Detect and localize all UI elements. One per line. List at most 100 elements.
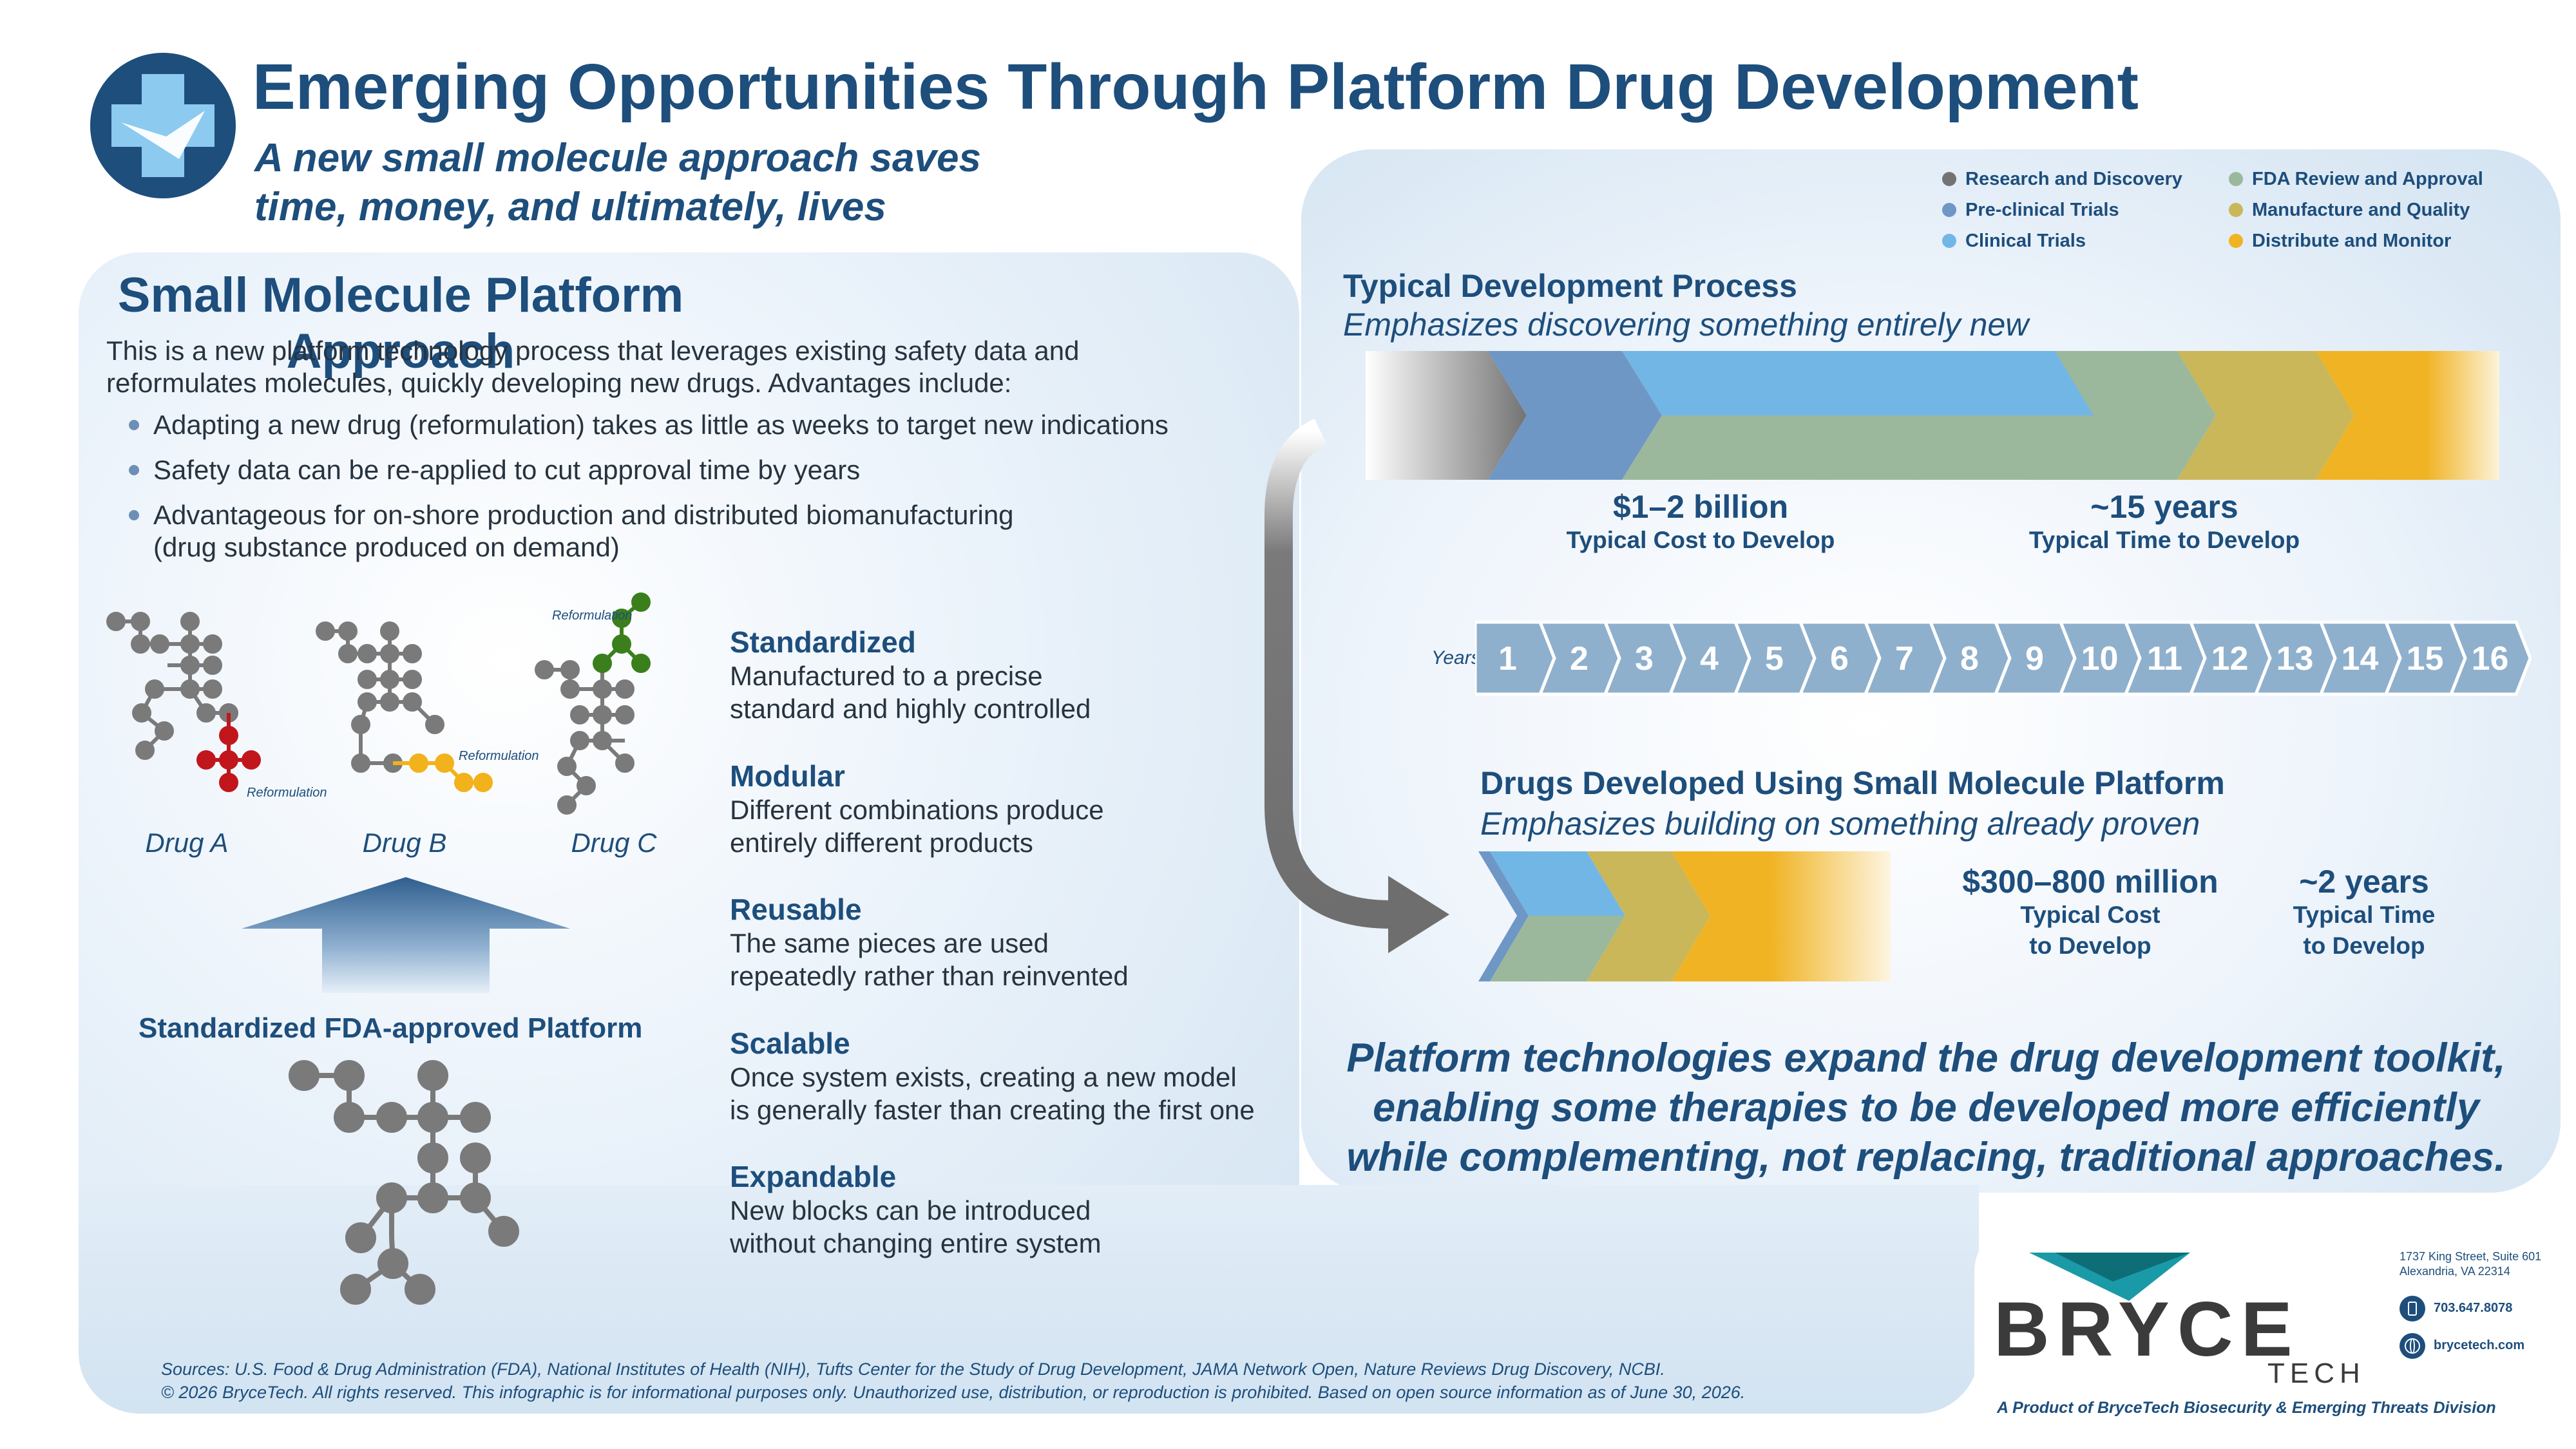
- legend-dot-icon: [1942, 234, 1956, 248]
- feature-desc-line: is generally faster than creating the fi…: [730, 1095, 1255, 1125]
- brand-name: BRYCE: [1994, 1286, 2300, 1372]
- platform-clinical-segment: [1490, 851, 1625, 916]
- drug-a-label: Drug A: [145, 828, 229, 858]
- feature-title: Standardized: [730, 625, 916, 659]
- sources-text: Sources: U.S. Food & Drug Administration…: [161, 1359, 1746, 1402]
- feature-desc-line: Once system exists, creating a new model: [730, 1062, 1237, 1092]
- platform-process-subtitle: Emphasizes building on something already…: [1480, 806, 2200, 842]
- legend-item: FDA Review and Approval: [2229, 169, 2483, 190]
- platform-fda-segment: [1490, 916, 1625, 981]
- list-item: Adapting a new drug (reformulation) take…: [129, 409, 1224, 441]
- year-label: 16: [2472, 640, 2509, 677]
- bottom-panel: [79, 1185, 1979, 1414]
- preclinical-segment: [1488, 351, 1662, 480]
- platform-label: Standardized FDA-approved Platform: [138, 1012, 643, 1044]
- legend-dot-icon: [1942, 203, 1956, 217]
- section-title: Small Molecule Platform Approach: [117, 268, 684, 379]
- typical-cost-value: $1–2 billion: [1612, 489, 1789, 525]
- year-label: 9: [2025, 640, 2044, 677]
- feature-title: Modular: [730, 759, 845, 793]
- legend-dot-icon: [2229, 234, 2243, 248]
- feature-title: Scalable: [730, 1027, 850, 1060]
- typical-process-bar: [1366, 351, 2499, 480]
- legend-item: Distribute and Monitor: [2229, 231, 2451, 252]
- year-chevron: [2448, 620, 2532, 696]
- list-item: Advantageous for on-shore production and…: [129, 499, 1055, 564]
- feature-expandable: Expandable New blocks can be introduced …: [730, 1159, 1258, 1260]
- typical-time-value: ~15 years: [2090, 489, 2238, 525]
- clinical-segment: [1622, 351, 2094, 415]
- typical-process-title: Typical Development Process: [1343, 268, 1797, 304]
- year-label: 15: [2407, 640, 2444, 677]
- brycetech-logo-icon: [2029, 1253, 2190, 1301]
- year-label: 14: [2342, 640, 2379, 677]
- feature-desc-line: repeatedly rather than reinvented: [730, 961, 1129, 991]
- feature-desc-line: Manufactured to a precise: [730, 661, 1043, 691]
- medical-cross-check-icon: [90, 53, 236, 198]
- year-label: 13: [2276, 640, 2314, 677]
- molecules-diagram: [106, 592, 651, 815]
- phone-number[interactable]: 703.647.8078: [2434, 1301, 2513, 1315]
- feature-scalable: Scalable Once system exists, creating a …: [730, 1026, 1258, 1126]
- page-title: Emerging Opportunities Through Platform …: [253, 51, 2139, 123]
- legend-item: Clinical Trials: [1942, 231, 2086, 252]
- platform-distribute-segment: [1672, 851, 1891, 981]
- feature-desc-line: Different combinations produce: [730, 795, 1104, 825]
- legend-dot-icon: [2229, 203, 2243, 217]
- up-arrow-icon: [242, 877, 570, 993]
- platform-process-title: Drugs Developed Using Small Molecule Pla…: [1480, 765, 2225, 801]
- platform-cost-label: Typical Cost to Develop: [2020, 902, 2161, 959]
- drug-b-label: Drug B: [362, 828, 447, 858]
- subtitle-line-1: A new small molecule approach saves: [254, 136, 981, 180]
- intro-text: This is a new platform technology proces…: [106, 336, 1080, 398]
- year-label: 11: [2147, 640, 2182, 677]
- drug-a-reformulation-label: Reformulation: [247, 786, 327, 800]
- feature-desc-line: standard and highly controlled: [730, 694, 1091, 724]
- page-subtitle: A new small molecule approach saves time…: [254, 134, 981, 232]
- legend-item: Manufacture and Quality: [2229, 200, 2470, 221]
- platform-preclinical-segment: [1478, 851, 1529, 981]
- feature-standardized: Standardized Manufactured to a precise s…: [730, 625, 1258, 725]
- drug-c-reformulation-label: Reformulation: [552, 609, 633, 623]
- platform-cost-value: $300–800 million: [1962, 864, 2218, 900]
- year-label: 7: [1895, 640, 1914, 677]
- feature-reusable: Reusable The same pieces are used repeat…: [730, 892, 1258, 992]
- list-item: Safety data can be re-applied to cut app…: [129, 454, 1224, 486]
- feature-desc-line: without changing entire system: [730, 1228, 1102, 1258]
- feature-title: Reusable: [730, 893, 862, 926]
- drug-b-reformulation-label: Reformulation: [459, 749, 539, 763]
- address: 1737 King Street, Suite 601 Alexandria, …: [2399, 1250, 2542, 1278]
- platform-manufacture-segment: [1587, 851, 1710, 981]
- product-line: A Product of BryceTech Biosecurity & Eme…: [1997, 1399, 2496, 1417]
- platform-time-value: ~2 years: [2299, 864, 2429, 900]
- feature-title: Expandable: [730, 1160, 897, 1193]
- feature-modular: Modular Different combinations produce e…: [730, 759, 1258, 859]
- brand-sub: TECH: [2267, 1358, 2365, 1389]
- globe-icon: [2399, 1333, 2425, 1359]
- legend-item: Research and Discovery: [1942, 169, 2182, 190]
- feature-desc-line: entirely different products: [730, 828, 1033, 858]
- curved-arrow-icon: [1264, 419, 1449, 953]
- feature-desc-line: The same pieces are used: [730, 928, 1049, 958]
- legend-item: Pre-clinical Trials: [1942, 200, 2119, 221]
- year-label: 10: [2081, 640, 2119, 677]
- manufacture-segment: [2177, 351, 2354, 480]
- legend-dot-icon: [2229, 172, 2243, 186]
- platform-process-bar: [1478, 851, 1891, 981]
- research-segment: [1366, 351, 1527, 480]
- year-label: 4: [1700, 640, 1719, 677]
- year-label: 1: [1498, 640, 1517, 677]
- phone-icon: [2399, 1296, 2425, 1321]
- year-label: 3: [1635, 640, 1654, 677]
- year-label: 8: [1960, 640, 1979, 677]
- tagline: Platform technologies expand the drug de…: [1346, 1036, 2506, 1180]
- typical-time-label: Typical Time to Develop: [2028, 527, 2300, 553]
- year-label: 6: [1830, 640, 1849, 677]
- platform-molecule-diagram: [289, 1060, 519, 1305]
- subtitle-line-2: time, money, and ultimately, lives: [254, 185, 886, 229]
- website-link[interactable]: brycetech.com: [2434, 1338, 2525, 1352]
- years-label: Years: [1431, 647, 1481, 668]
- drug-c-label: Drug C: [571, 828, 657, 858]
- typical-cost-label: Typical Cost to Develop: [1566, 527, 1835, 553]
